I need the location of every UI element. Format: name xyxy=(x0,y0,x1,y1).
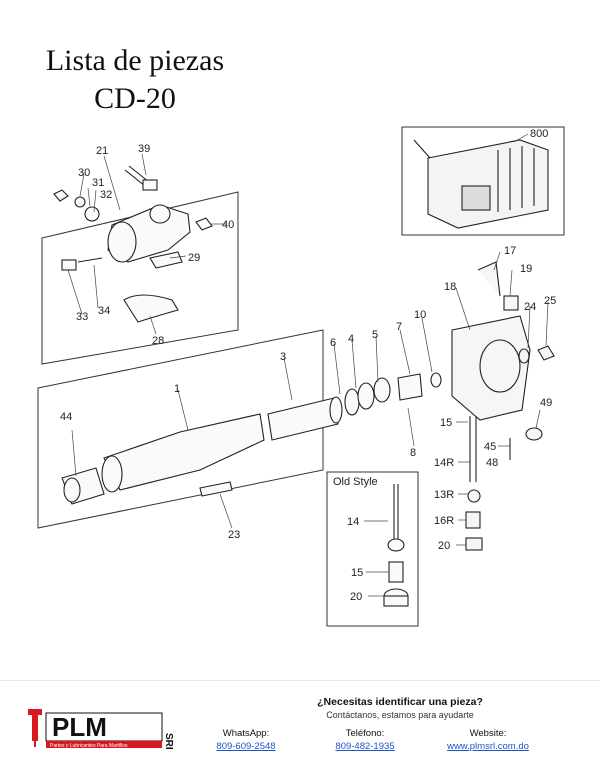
old-style-parts xyxy=(383,484,409,607)
page-title: Lista de piezas xyxy=(45,44,225,77)
callout-5: 5 xyxy=(372,329,378,341)
motor-assembly xyxy=(413,139,549,229)
callout-31: 31 xyxy=(92,177,104,189)
callout-18: 18 xyxy=(444,281,456,293)
whatsapp-contact: WhatsApp: 809-609-2548 xyxy=(176,728,316,752)
callout-4: 4 xyxy=(348,333,354,345)
phone-contact: Teléfono: 809-482-1935 xyxy=(295,728,435,752)
callout-14-old: 14 xyxy=(347,516,359,528)
svg-text:Partes y Lubricantes Para Mart: Partes y Lubricantes Para Martillos xyxy=(50,743,128,749)
callout-1: 1 xyxy=(174,383,180,395)
callout-24: 24 xyxy=(524,301,536,313)
callout-23: 23 xyxy=(228,529,240,541)
callout-48: 48 xyxy=(486,457,498,469)
handle-panel-outline xyxy=(41,191,239,365)
callout-14R: 14R xyxy=(434,457,454,469)
callout-8: 8 xyxy=(410,447,416,459)
callout-49: 49 xyxy=(540,397,552,409)
valve-housing xyxy=(451,261,555,551)
part-callouts: 21 39 30 31 32 40 29 33 34 28 800 17 19 … xyxy=(60,128,556,603)
callout-30: 30 xyxy=(78,167,90,179)
callout-800: 800 xyxy=(530,128,548,140)
phone-link[interactable]: 809-482-1935 xyxy=(335,741,395,752)
footer: PLM SRL Partes y Lubricantes Para Martil… xyxy=(0,680,600,778)
exploded-parts-diagram: 21 39 30 31 32 40 29 33 34 28 800 17 19 … xyxy=(37,126,565,627)
help-title: ¿Necesitas identificar una pieza? xyxy=(317,696,483,708)
svg-text:PLM: PLM xyxy=(52,712,107,742)
callout-16R: 16R xyxy=(434,515,454,527)
website-label: Website: xyxy=(469,728,507,739)
old-style-label: Old Style xyxy=(333,476,378,488)
website-link[interactable]: www.plmsrl.com.do xyxy=(447,741,529,752)
callout-7: 7 xyxy=(396,321,402,333)
callout-45: 45 xyxy=(484,441,496,453)
callout-29: 29 xyxy=(188,252,200,264)
callout-34: 34 xyxy=(98,305,110,317)
leader-lines xyxy=(67,133,549,597)
callout-33: 33 xyxy=(76,311,88,323)
whatsapp-link[interactable]: 809-609-2548 xyxy=(216,741,276,752)
callout-44: 44 xyxy=(60,411,72,423)
phone-label: Teléfono: xyxy=(345,728,385,739)
body-panel-outline xyxy=(37,329,324,529)
jackhammer-icon xyxy=(28,709,42,747)
whatsapp-label: WhatsApp: xyxy=(222,728,270,739)
svg-text:SRL: SRL xyxy=(163,733,174,749)
callout-32: 32 xyxy=(100,189,112,201)
website-contact: Website: www.plmsrl.com.do xyxy=(418,728,558,752)
callout-15-old: 15 xyxy=(351,567,363,579)
callout-17: 17 xyxy=(504,245,516,257)
plm-logo: PLM SRL Partes y Lubricantes Para Martil… xyxy=(28,709,174,749)
callout-20-old: 20 xyxy=(350,591,362,603)
model-title: CD-20 xyxy=(94,82,176,115)
callout-20: 20 xyxy=(438,540,450,552)
callout-6: 6 xyxy=(330,337,336,349)
callout-25: 25 xyxy=(544,295,556,307)
callout-21: 21 xyxy=(96,145,108,157)
callout-19: 19 xyxy=(520,263,532,275)
handle-assembly xyxy=(53,165,213,323)
callout-40: 40 xyxy=(222,219,234,231)
old-style-box-outline xyxy=(326,471,419,627)
callout-39: 39 xyxy=(138,143,150,155)
help-subtitle: Contáctanos, estamos para ayudarte xyxy=(326,710,474,720)
callout-13R: 13R xyxy=(434,489,454,501)
callout-15: 15 xyxy=(440,417,452,429)
callout-10: 10 xyxy=(414,309,426,321)
callout-28: 28 xyxy=(152,335,164,347)
callout-3: 3 xyxy=(280,351,286,363)
cylinder-assembly xyxy=(61,372,442,505)
motor-box-outline xyxy=(401,126,565,236)
